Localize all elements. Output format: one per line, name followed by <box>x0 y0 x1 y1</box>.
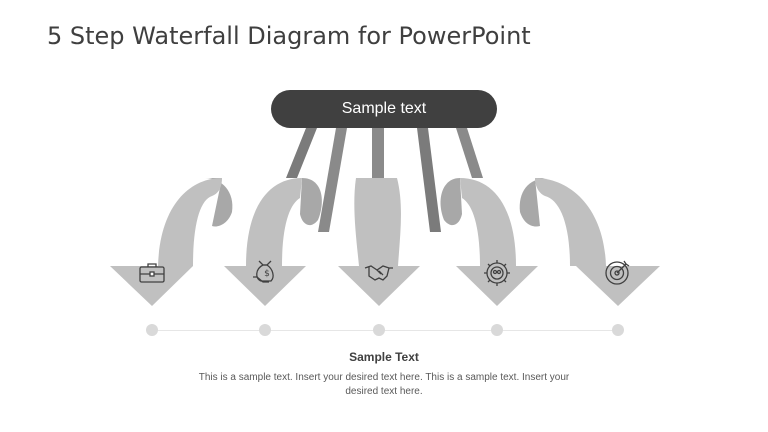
connector-group <box>286 128 483 232</box>
svg-text:$: $ <box>264 269 270 279</box>
top-label-pill: Sample text <box>271 90 497 128</box>
connector-3 <box>372 128 384 178</box>
money-bag-icon: $ <box>253 260 274 283</box>
timeline-dot-4 <box>491 324 503 336</box>
slide-title: 5 Step Waterfall Diagram for PowerPoint <box>47 22 531 50</box>
caption-body: This is a sample text. Insert your desir… <box>198 372 570 397</box>
timeline-dot-2 <box>259 324 271 336</box>
caption-title: Sample Text <box>349 350 419 364</box>
briefcase-icon <box>139 263 165 283</box>
arrow-step-5 <box>519 178 660 306</box>
connector-2 <box>318 128 347 232</box>
connector-5 <box>456 128 483 178</box>
timeline-line <box>152 330 618 331</box>
gear-people-icon <box>484 260 510 286</box>
connector-1 <box>286 128 317 178</box>
connector-4 <box>417 128 441 232</box>
timeline-dot-1 <box>146 324 158 336</box>
arrow-step-1 <box>110 178 233 306</box>
timeline-dot-3 <box>373 324 385 336</box>
target-icon <box>605 260 630 285</box>
timeline-dot-5 <box>612 324 624 336</box>
handshake-icon <box>364 265 393 281</box>
arrow-step-3 <box>338 178 420 306</box>
arrow-step-2 <box>224 178 322 306</box>
